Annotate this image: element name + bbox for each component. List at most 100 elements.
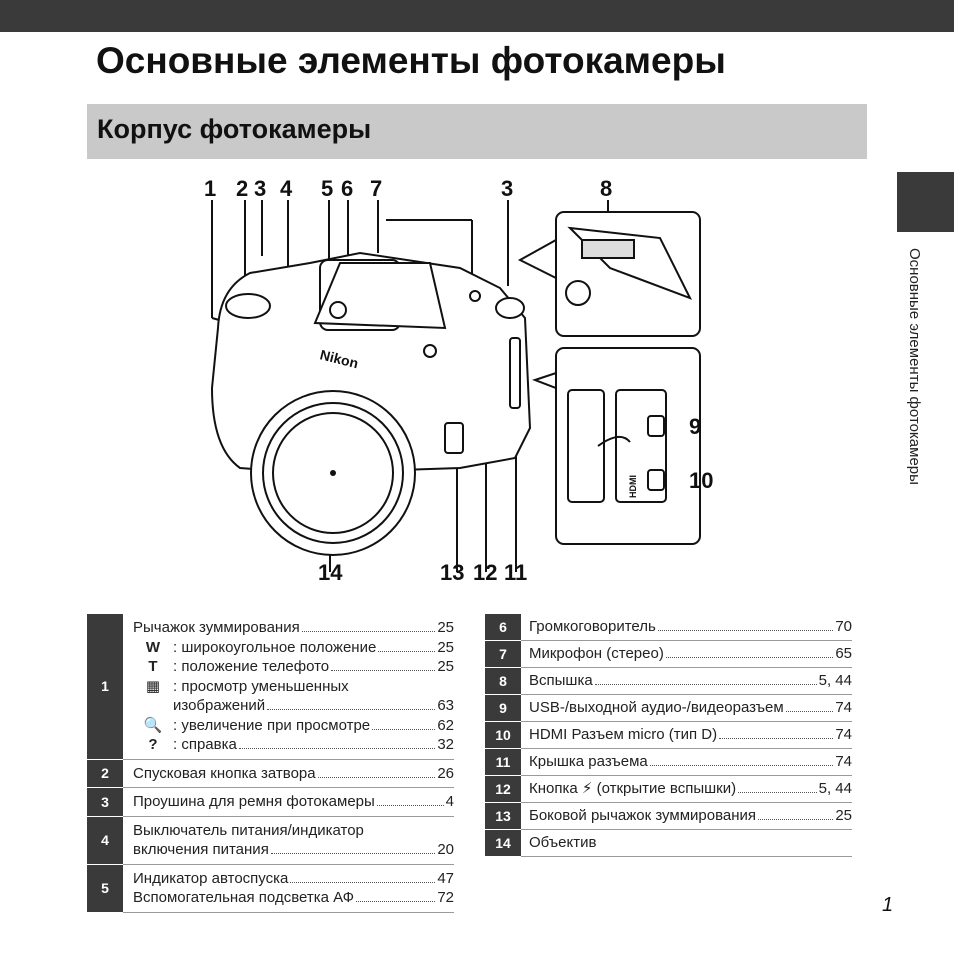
camera-body <box>210 251 532 556</box>
callout-10: 10 <box>689 468 713 493</box>
flash-inset <box>517 211 701 337</box>
dot-leader <box>290 881 436 883</box>
entry-page: 70 <box>835 618 852 636</box>
entry-label: изображений <box>173 697 266 714</box>
callout-5: 5 <box>321 176 333 201</box>
row-number: 14 <box>485 829 521 857</box>
row-number: 3 <box>87 787 123 817</box>
entry: HDMI Разъем micro (тип D) 74 <box>529 725 852 745</box>
table-row: 8 Вспышка 5, 44 <box>485 667 852 695</box>
row-number: 11 <box>485 748 521 776</box>
callout-12: 12 <box>473 560 497 585</box>
camera-diagram: Nikon HDMI 1 2 3 4 5 6 7 3 8 9 10 14 13 … <box>204 176 713 585</box>
table-row: 7 Микрофон (стерео)65 <box>485 640 852 668</box>
row-number: 2 <box>87 759 123 788</box>
entry-label: Крышка разъема <box>529 753 648 771</box>
entry-page: 5, 44 <box>818 672 852 690</box>
dot-leader <box>267 709 436 710</box>
entry-label: Вспомогательная подсветка АФ <box>133 889 355 906</box>
row-description: Объектив <box>521 829 852 857</box>
entry-label: HDMI Разъем micro (тип D) <box>529 726 718 744</box>
entry-label: : положение телефото <box>173 658 330 675</box>
row-description: HDMI Разъем micro (тип D) 74 <box>521 721 852 749</box>
dot-leader <box>719 738 834 740</box>
table-row: 4 Выключатель питания/индикатор включени… <box>87 816 454 865</box>
callout-6: 6 <box>341 176 353 201</box>
dot-leader <box>665 657 834 659</box>
row-number: 8 <box>485 667 521 695</box>
dot-leader <box>378 650 436 652</box>
dot-leader <box>649 765 834 767</box>
port-inset <box>532 347 701 545</box>
dot-leader <box>758 819 834 821</box>
page-title: Основные элементы фотокамеры <box>96 40 726 81</box>
callout-8: 8 <box>600 176 612 201</box>
entry-label: Проушина для ремня фотокамеры <box>133 793 375 810</box>
entry-label: : широкоугольное положение <box>173 638 377 656</box>
row-description: Вспышка 5, 44 <box>521 667 852 695</box>
entry-label: Объектив <box>529 834 597 852</box>
callout-9: 9 <box>689 414 701 439</box>
thumbnail-icon: ▦ <box>145 677 161 695</box>
callout-1: 1 <box>204 176 216 201</box>
dot-leader <box>376 805 444 806</box>
row-description: Микрофон (стерео)65 <box>521 640 852 668</box>
callout-labels: 1 2 3 4 5 6 7 3 8 9 10 14 13 12 11 <box>204 176 713 585</box>
entry-label: Спусковая кнопка затвора <box>133 764 316 782</box>
entry: включения питания 20 <box>133 840 454 860</box>
entry-page: 32 <box>437 736 454 753</box>
page-number: 1 <box>882 894 894 916</box>
entry: Вспышка 5, 44 <box>529 671 852 691</box>
table-row: 14 Объектив <box>485 829 852 857</box>
row-number: 9 <box>485 694 521 722</box>
entry-label: Микрофон (стерео) <box>529 645 664 663</box>
row-number: 7 <box>485 640 521 668</box>
lens-center <box>330 470 336 476</box>
wide-angle-icon: W <box>145 638 161 656</box>
dot-leader <box>356 901 436 902</box>
row-description: Кнопка ⚡ (открытие вспышки) 5, 44 <box>521 775 852 803</box>
top-bar <box>0 0 954 32</box>
side-section-label: Основные элементы фотокамеры <box>906 248 923 485</box>
callout-11: 11 <box>504 560 527 585</box>
entry-label: Выключатель питания/индикатор <box>133 821 364 839</box>
entry-page: 5, 44 <box>818 780 852 798</box>
section-header-bar <box>87 104 867 159</box>
callout-2: 2 <box>236 176 248 201</box>
row-number: 4 <box>87 816 123 865</box>
dot-leader <box>301 631 436 632</box>
entry-label: Рычажок зуммирования <box>133 619 300 636</box>
entry-label: : увеличение при просмотре <box>173 716 371 734</box>
entry-label: Вспышка <box>529 672 593 690</box>
entry-label: Кнопка ⚡ (открытие вспышки) <box>529 780 737 798</box>
entry-label: включения питания <box>133 841 269 858</box>
entry-page: 20 <box>437 841 454 858</box>
entry: Кнопка ⚡ (открытие вспышки) 5, 44 <box>529 779 852 799</box>
callout-7: 7 <box>370 176 382 201</box>
section-title: Корпус фотокамеры <box>97 114 372 144</box>
entry-page: 74 <box>835 726 852 744</box>
entry: Микрофон (стерео)65 <box>529 644 852 664</box>
entry-page: 62 <box>437 716 454 734</box>
dot-leader <box>785 711 834 713</box>
dot-leader <box>317 776 436 778</box>
entry-page: 26 <box>437 764 454 782</box>
